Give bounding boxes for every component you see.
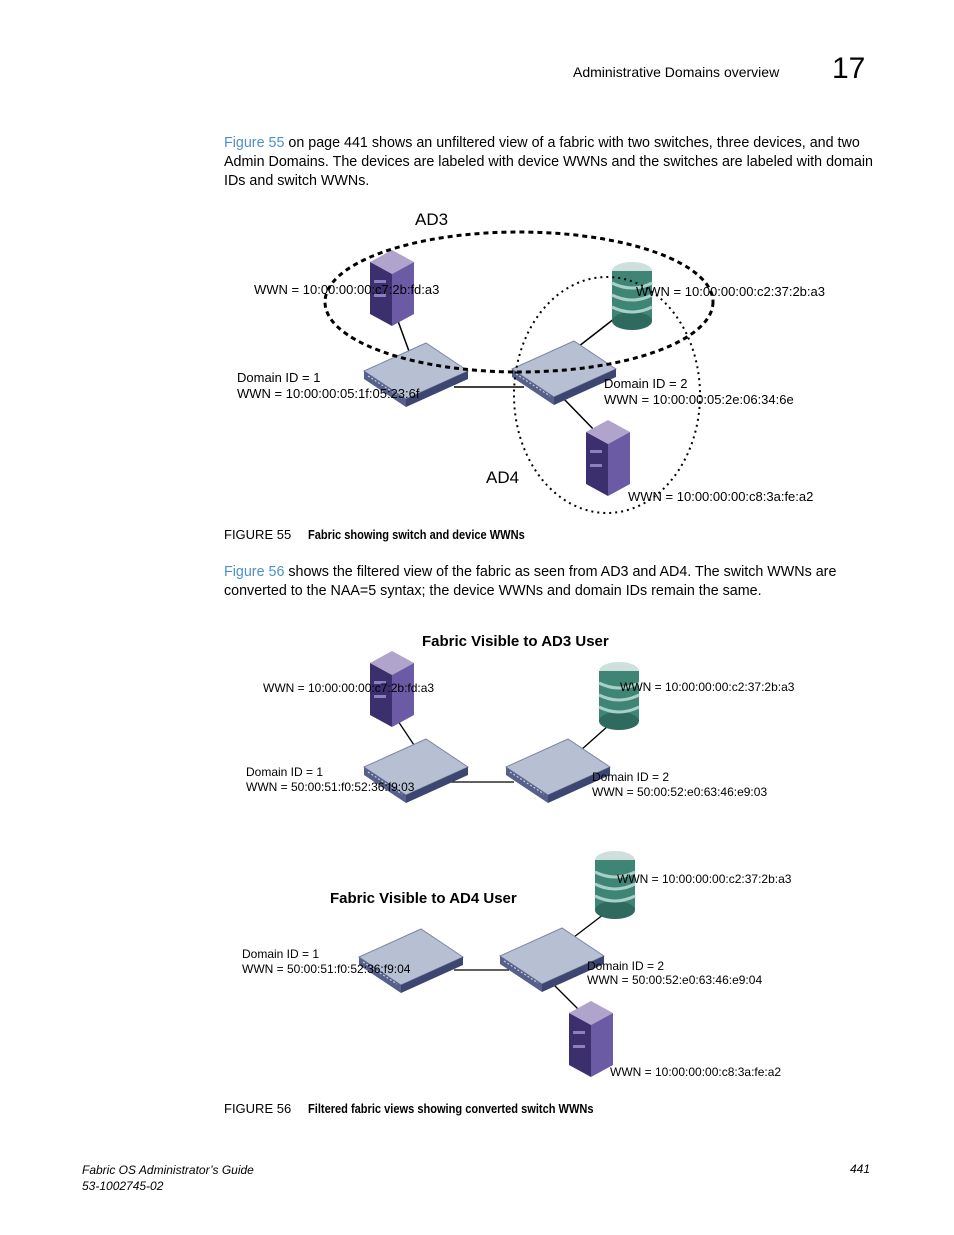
switch-1-wwn: WWN = 10:00:00:05:1f:05:23:6f	[237, 386, 420, 401]
figure-55-diagram: AD3 AD4 WWN = 10:00:00:00:c7:2b:fd:a3 WW…	[237, 210, 825, 514]
footer-doc-number: 53-1002745-02	[82, 1179, 164, 1193]
ad4-label: AD4	[486, 468, 519, 487]
ad3-switch-2-domain-id: Domain ID = 2	[592, 770, 669, 784]
ad3-view-title: Fabric Visible to AD3 User	[422, 633, 609, 650]
ad3-device-2-wwn: WWN = 10:00:00:00:c2:37:2b:a3	[620, 680, 795, 694]
ad3-switch-1-wwn: WWN = 50:00:51:f0:52:36:f9:03	[246, 780, 415, 794]
ad3-switch-1-domain-id: Domain ID = 1	[246, 765, 323, 779]
ad3-zone-ellipse	[323, 230, 715, 374]
server-icon	[569, 1001, 613, 1077]
footer-page-number: 441	[850, 1162, 871, 1176]
running-header-title: Administrative Domains overview	[573, 64, 780, 80]
ad4-device-2-wwn: WWN = 10:00:00:00:c2:37:2b:a3	[617, 872, 792, 886]
figure-55-caption-text: Fabric showing switch and device WWNs	[308, 527, 525, 542]
ad3-label: AD3	[415, 210, 448, 229]
switch-2-domain-id: Domain ID = 2	[604, 376, 687, 391]
figure-55-caption-label: FIGURE 55	[224, 527, 292, 542]
device-1-wwn: WWN = 10:00:00:00:c7:2b:fd:a3	[254, 282, 439, 297]
ad4-switch-2-domain-id: Domain ID = 2	[587, 959, 664, 973]
link-dev2-sw2	[573, 314, 620, 351]
ad4-switch-2-wwn: WWN = 50:00:52:e0:63:46:e9:04	[587, 973, 762, 987]
figure-56-link[interactable]: Figure 56	[224, 564, 285, 580]
ad4-zone-ellipse	[513, 276, 701, 514]
figure-55-caption: FIGURE 55 Fabric showing switch and devic…	[224, 527, 563, 542]
ad4-switch-1-domain-id: Domain ID = 1	[242, 947, 319, 961]
footer-book-title: Fabric OS Administrator’s Guide	[82, 1163, 254, 1177]
switch-1-domain-id: Domain ID = 1	[237, 370, 320, 385]
intro-paragraph-text: on page 441 shows an unfiltered view of …	[224, 135, 873, 189]
chapter-number: 17	[832, 52, 866, 85]
ad3-switch-2-wwn: WWN = 50:00:52:e0:63:46:e9:03	[592, 785, 767, 799]
ad4-view-title: Fabric Visible to AD4 User	[330, 890, 517, 907]
figure-55-link[interactable]: Figure 55	[224, 135, 285, 151]
intro-paragraph: Figure 55 on page 441 shows an unfiltere…	[224, 134, 874, 191]
figure-56-diagram: Fabric Visible to AD3 User WWN = 10:00:0…	[242, 633, 795, 1079]
ad3-device-1-wwn: WWN = 10:00:00:00:c7:2b:fd:a3	[263, 681, 434, 695]
footer-book-info: Fabric OS Administrator’s Guide 53-10027…	[82, 1162, 254, 1194]
figure-56-caption-label: FIGURE 56	[224, 1101, 292, 1116]
ad4-switch-1-icon	[358, 928, 464, 994]
storage-icon	[597, 660, 641, 732]
ad4-switch-1-wwn: WWN = 50:00:51:f0:52:36:f9:04	[242, 962, 411, 976]
device-3-wwn: WWN = 10:00:00:00:c8:3a:fe:a2	[628, 489, 813, 504]
figure-56-paragraph-text: shows the filtered view of the fabric as…	[224, 564, 837, 599]
device-2-wwn: WWN = 10:00:00:00:c2:37:2b:a3	[636, 284, 825, 299]
switch-2-wwn: WWN = 10:00:00:05:2e:06:34:6e	[604, 392, 794, 407]
figure-56-caption-text: Filtered fabric views showing converted …	[308, 1101, 594, 1116]
ad4-device-3-wwn: WWN = 10:00:00:00:c8:3a:fe:a2	[610, 1065, 781, 1079]
ad4-link-sw2-dev3	[553, 984, 580, 1011]
figure-56-caption: FIGURE 56 Filtered fabric views showing c…	[224, 1101, 644, 1116]
server-icon	[586, 420, 630, 496]
figure-56-paragraph: Figure 56 shows the filtered view of the…	[224, 563, 874, 601]
